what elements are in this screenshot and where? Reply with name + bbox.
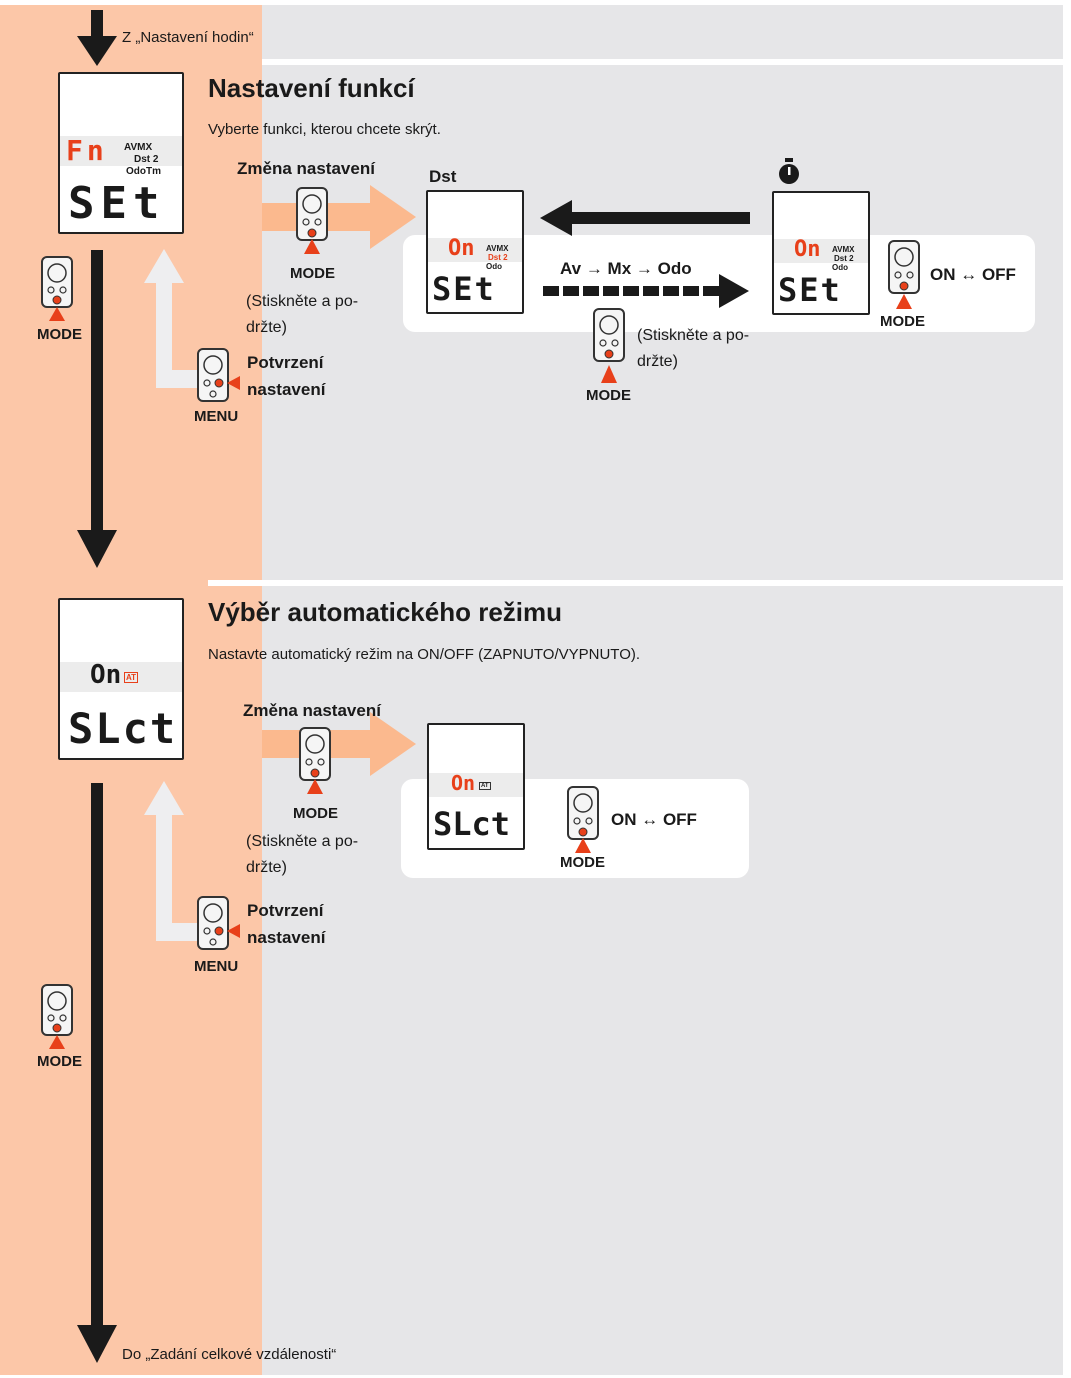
lcd-sw-top-text: On bbox=[794, 237, 821, 262]
mode-label-1: MODE bbox=[290, 265, 335, 282]
hold-note-2-line2: držte) bbox=[246, 859, 287, 876]
lcd-auto-small-badge: AT bbox=[479, 782, 491, 790]
mid-mode-label: MODE bbox=[586, 387, 631, 404]
dst-heading: Dst bbox=[429, 167, 457, 186]
return-arrow-2 bbox=[144, 781, 228, 941]
toggle-label-2: ON ↔ OFF bbox=[611, 810, 697, 829]
cycle-label: Av → Mx → Odo bbox=[560, 259, 692, 278]
lcd-top-text: Fn bbox=[66, 134, 108, 167]
confirm-label-1-line2: nastavení bbox=[247, 380, 326, 399]
section1-title: Nastavení funkcí bbox=[208, 73, 415, 103]
hold-note-2-line1: (Stiskněte a po- bbox=[246, 833, 359, 850]
hold-note-1-line1: (Stiskněte a po- bbox=[246, 293, 359, 310]
mode-label-2: MODE bbox=[293, 805, 338, 822]
divider-middle bbox=[208, 580, 1063, 586]
menu-label-2: MENU bbox=[194, 958, 239, 975]
mode-button-device-right1[interactable] bbox=[887, 239, 927, 311]
hold-note-1-line2: držte) bbox=[246, 319, 287, 336]
menu-button-device-1[interactable] bbox=[196, 347, 242, 405]
mid-hold-note-line1: (Stiskněte a po- bbox=[637, 327, 750, 344]
lcd-display-auto: On AT SLct bbox=[58, 598, 184, 760]
lcd-auto-small-bottom-text: SLct bbox=[433, 805, 511, 843]
mode-button-device-right2[interactable] bbox=[566, 785, 606, 855]
mode-button-device-mid[interactable] bbox=[592, 307, 632, 385]
return-arrow-1 bbox=[144, 249, 228, 388]
lcd-display-function: Fn AVMX Dst 2 OdoTm SEt bbox=[58, 72, 184, 234]
lcd-dst-icons-line3: Odo bbox=[486, 262, 502, 271]
lcd-dst-icons-line1: AVMX bbox=[486, 244, 509, 253]
from-label: Z „Nastavení hodin“ bbox=[122, 29, 254, 46]
lcd-sw-bottom-text: SEt bbox=[778, 271, 842, 309]
mode-button-device-side2[interactable] bbox=[40, 983, 80, 1051]
lcd-dst-icons-line2: Dst 2 bbox=[488, 253, 508, 262]
mode-button-device-side1[interactable] bbox=[40, 255, 80, 323]
right-mode-label-2: MODE bbox=[560, 854, 605, 871]
confirm-label-1-line1: Potvrzení bbox=[247, 353, 324, 372]
side-mode-label-1: MODE bbox=[37, 326, 82, 343]
section1-subtitle: Vyberte funkci, kterou chcete skrýt. bbox=[208, 121, 441, 138]
confirm-label-2-line2: nastavení bbox=[247, 928, 326, 947]
lcd-auto-small-top-text: On bbox=[451, 771, 476, 795]
lcd-bottom-text: SEt bbox=[68, 178, 166, 229]
flow-arrow-top bbox=[77, 10, 117, 66]
lcd-auto-top-text: On bbox=[90, 660, 122, 690]
lcd-icons-line3: OdoTm bbox=[126, 166, 161, 177]
lcd-auto-bottom-text: SLct bbox=[68, 704, 178, 753]
lcd-sw-icons-line3: Odo bbox=[832, 263, 848, 272]
flow-arrow-section1 bbox=[77, 250, 117, 568]
confirm-label-2-line1: Potvrzení bbox=[247, 901, 324, 920]
menu-button-device-2[interactable] bbox=[196, 895, 242, 953]
stopwatch-icon bbox=[779, 158, 799, 184]
section2-title: Výběr automatického režimu bbox=[208, 597, 562, 627]
divider-top bbox=[262, 59, 1063, 65]
to-label: Do „Zadání celkové vzdálenosti“ bbox=[122, 1346, 337, 1363]
lcd-auto-badge: AT bbox=[124, 672, 139, 683]
menu-label-1: MENU bbox=[194, 408, 239, 425]
toggle-label-1: ON ↔ OFF bbox=[930, 265, 1016, 284]
lcd-dst-top-text: On bbox=[448, 236, 475, 261]
mode-button-device-1[interactable] bbox=[295, 186, 335, 256]
lcd-icons-line1: AVMX bbox=[124, 142, 153, 153]
lcd-sw-icons-line2: Dst 2 bbox=[834, 254, 854, 263]
change-label-2: Změna nastavení bbox=[243, 701, 381, 720]
cycle-arrow-dashed bbox=[543, 274, 749, 308]
lcd-icons-line2: Dst 2 bbox=[134, 154, 159, 165]
flow-arrow-section2 bbox=[77, 783, 117, 1363]
lcd-sw-icons-line1: AVMX bbox=[832, 245, 855, 254]
change-label-1: Změna nastavení bbox=[237, 159, 375, 178]
side-mode-label-2: MODE bbox=[37, 1053, 82, 1070]
lcd-display-auto-small: On AT SLct bbox=[427, 723, 525, 850]
mode-button-device-2[interactable] bbox=[298, 726, 338, 796]
lcd-display-dst: On AVMX Dst 2 Odo SEt bbox=[426, 190, 524, 314]
right-mode-label-1: MODE bbox=[880, 313, 925, 330]
mid-hold-note-line2: držte) bbox=[637, 353, 678, 370]
arrow-to-setting-1 bbox=[262, 185, 416, 249]
back-arrow bbox=[540, 200, 750, 236]
arrow-to-setting-2 bbox=[262, 712, 416, 776]
lcd-display-stopwatch: On AVMX Dst 2 Odo SEt bbox=[772, 191, 870, 315]
section2-subtitle: Nastavte automatický režim na ON/OFF (ZA… bbox=[208, 646, 641, 663]
lcd-dst-bottom-text: SEt bbox=[432, 270, 496, 308]
